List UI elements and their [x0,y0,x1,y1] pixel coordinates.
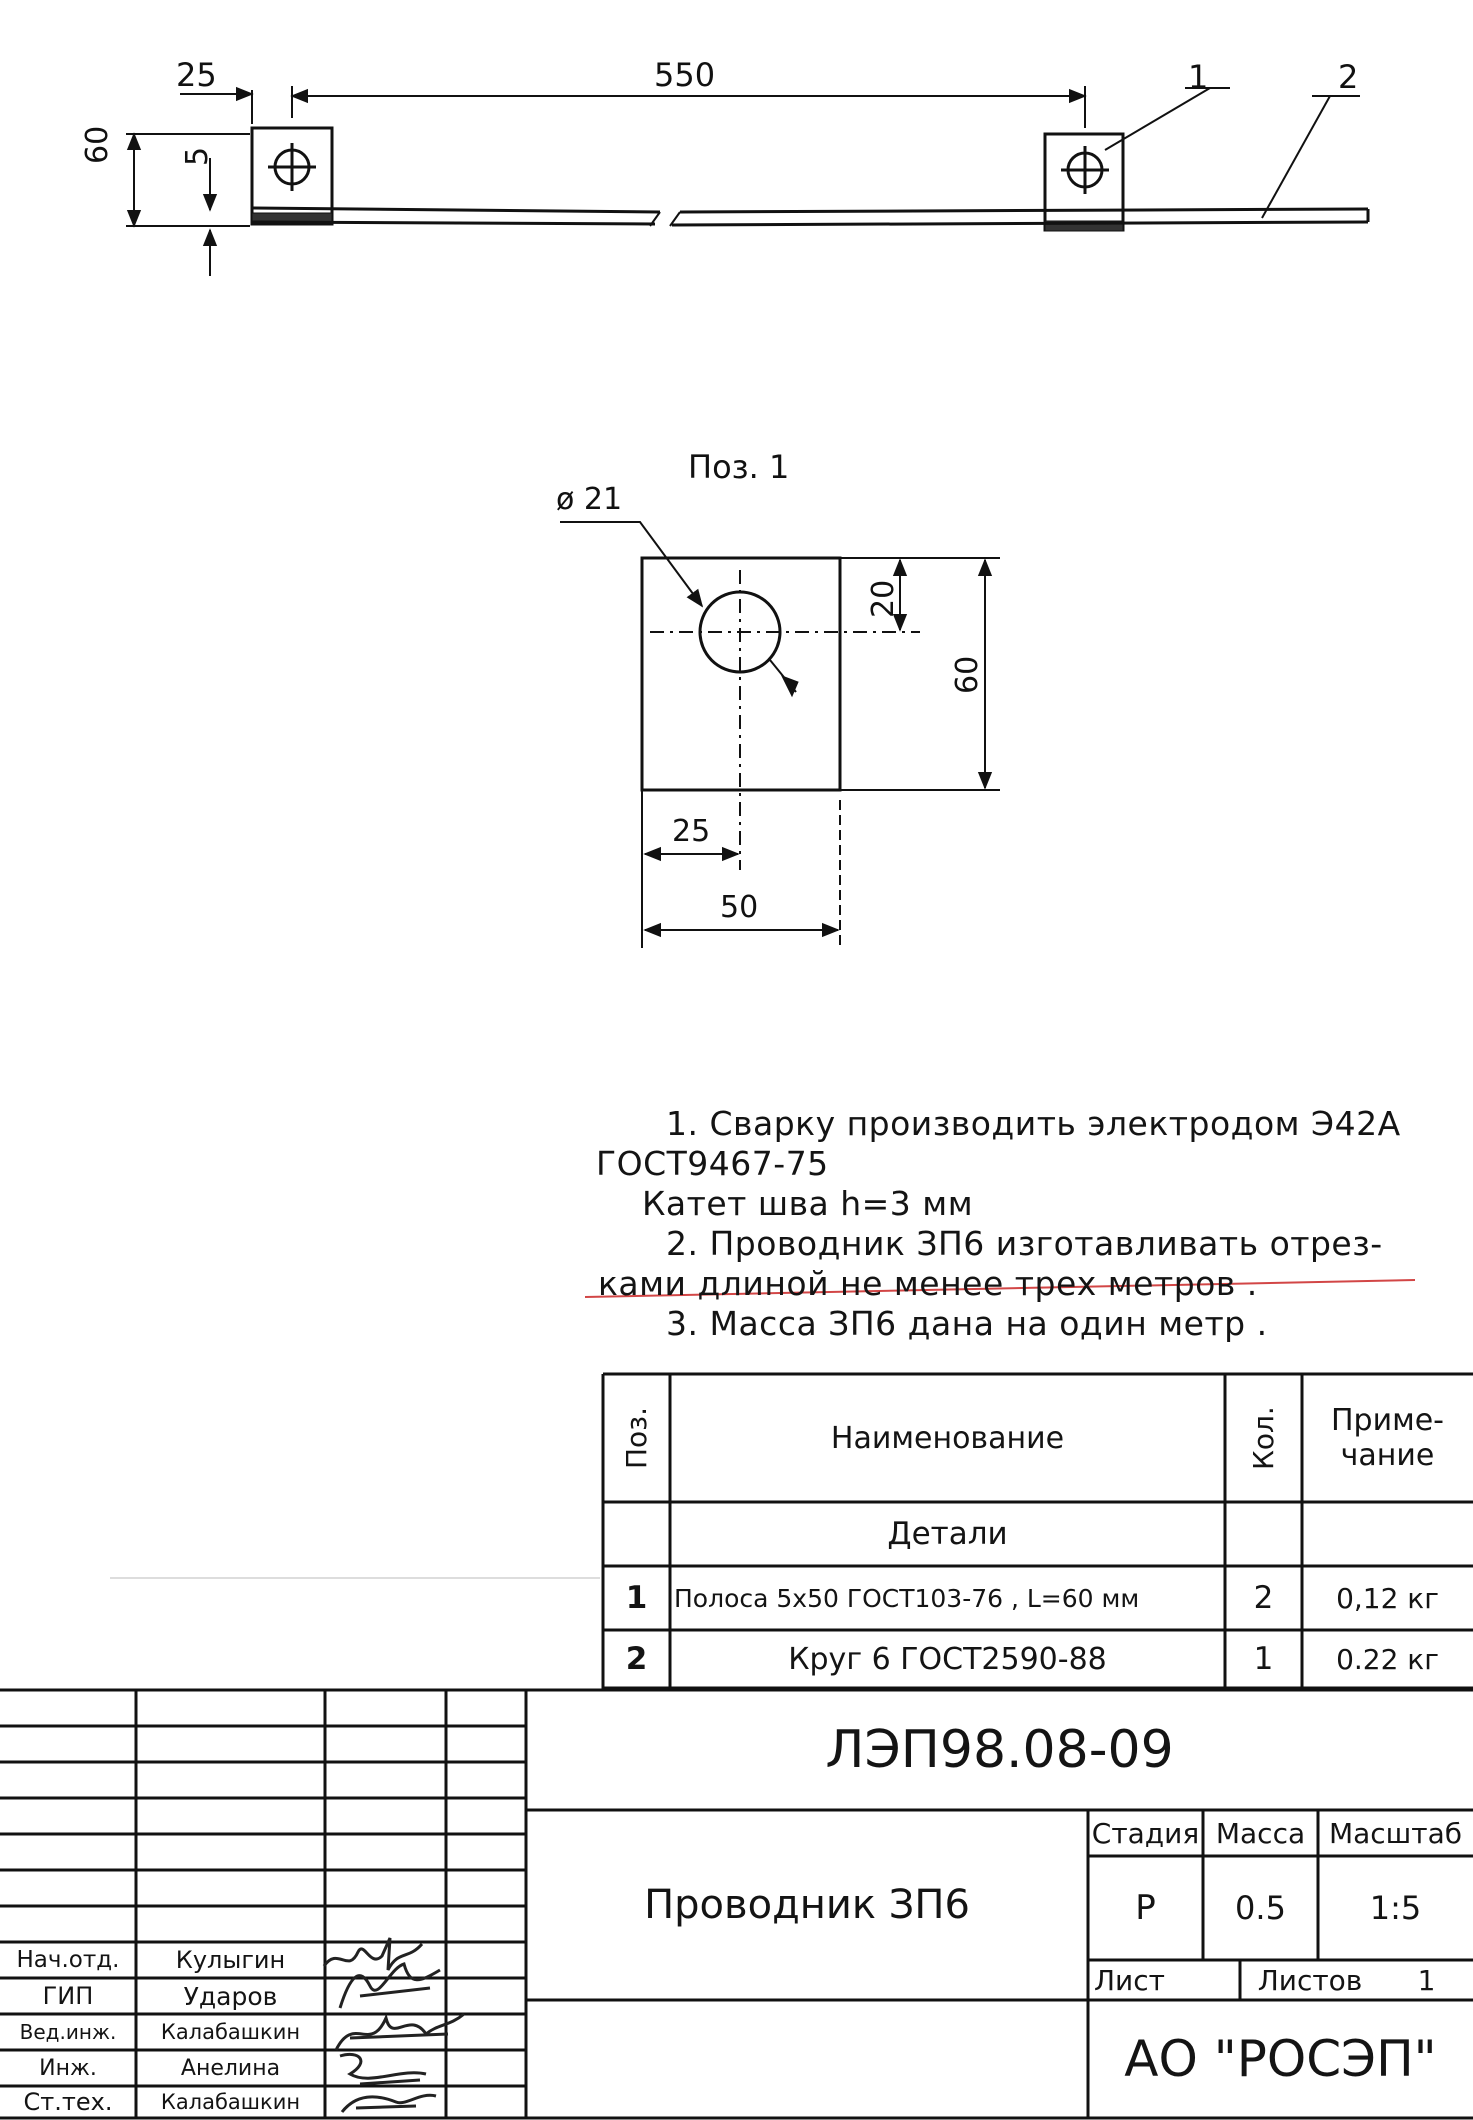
dim-height-label: 60 [80,125,115,164]
spec-row-1-pos: 1 [625,1580,648,1616]
role-senior-technician: Ст.тех. [23,2088,113,2116]
stage-label: Стадия [1091,1816,1200,1850]
callout-1-label: 1 [1188,58,1209,96]
detail-plate-outline [640,556,842,792]
dim-width-label: 50 [720,890,759,925]
top-view-drawing [126,86,1370,276]
name-lead-engineer: Калабашкин [160,2020,301,2044]
name-engineer: Анелина [180,2055,281,2081]
dim-length-label: 550 [654,56,716,94]
spec-row-1-note: 0,12 кг [1336,1581,1439,1615]
mass-value: 0.5 [1235,1889,1286,1927]
detail-view-drawing [560,521,1000,948]
stage-value: Р [1135,1888,1156,1928]
signature-head-of-dept [322,1937,424,1971]
scale-label: Масштаб [1328,1816,1463,1850]
callout-2-label: 2 [1338,58,1359,96]
name-head-of-dept: Кулыгин [175,1946,286,1974]
note-underline [584,1279,1416,1298]
sheets-label: Листов [1257,1963,1363,1997]
spec-row-2-pos: 2 [625,1641,648,1677]
hole-diameter-label: ø 21 [556,482,623,517]
dim-hole-offset-label: 20 [866,579,901,618]
spec-table-grid [601,1372,1473,1690]
role-chief-engineer: ГИП [42,1982,94,2010]
note-line-4: 2. Проводник ЗП6 изготавливать отрез- [666,1224,1383,1263]
note-line-3: Катет шва h=3 мм [642,1184,974,1223]
signature-engineer [339,2053,427,2086]
dim-thickness-label: 5 [180,146,215,166]
spec-row-2-note: 0.22 кг [1336,1642,1439,1676]
note-line-1: 1. Сварку производить электродом Э42А [666,1104,1401,1143]
signature-senior-technician [340,2093,437,2113]
spec-header-name: Наименование [830,1420,1065,1456]
weld-left [251,212,333,225]
dim-offset-label: 25 [176,56,217,94]
signature-lead-engineer [334,2012,465,2051]
sheet-label: Лист [1094,1963,1165,1997]
company-name: АО "РОСЭП" [1124,2030,1437,2088]
note-line-2: ГОСТ9467-75 [596,1144,829,1183]
detail-title: Поз. 1 [688,448,790,486]
scale-value: 1:5 [1369,1889,1422,1927]
dim-hole-x-label: 25 [672,814,711,849]
spec-header-pos: Поз. [620,1407,653,1469]
role-head-of-dept: Нач.отд. [16,1947,120,1973]
spec-header-qty: Кол. [1247,1406,1280,1470]
sheets-value: 1 [1417,1963,1436,1997]
signature-chief-engineer [338,1962,441,2009]
spec-row-2-name: Круг 6 ГОСТ2590-88 [788,1641,1107,1677]
weld-right [1044,220,1124,232]
spec-header-note-line1: Приме- [1330,1403,1444,1438]
spec-section-label: Детали [887,1516,1008,1552]
spec-row-1-name: Полоса 5х50 ГОСТ103-76 , L=60 мм [674,1583,1140,1613]
name-chief-engineer: Ударов [183,1981,278,2011]
spec-row-1-qty: 2 [1253,1580,1274,1616]
document-number: ЛЭП98.08-09 [825,1720,1174,1780]
name-senior-technician: Калабашкин [160,2090,301,2114]
product-name: Проводник ЗП6 [644,1882,970,1928]
spec-header-note-line2: чание [1340,1438,1435,1473]
dim-detail-height-label: 60 [950,655,985,694]
role-lead-engineer: Вед.инж. [19,2020,117,2044]
spec-row-2-qty: 1 [1253,1641,1274,1677]
note-line-6: 3. Масса ЗП6 дана на один метр . [666,1304,1268,1343]
spec-header-note: Приме- чание [1302,1374,1473,1502]
role-engineer: Инж. [39,2055,97,2081]
mass-label: Масса [1215,1816,1306,1850]
note-line-5: ками длиной не менее трех метров . [598,1264,1258,1303]
title-block-grid [0,1688,1473,2120]
